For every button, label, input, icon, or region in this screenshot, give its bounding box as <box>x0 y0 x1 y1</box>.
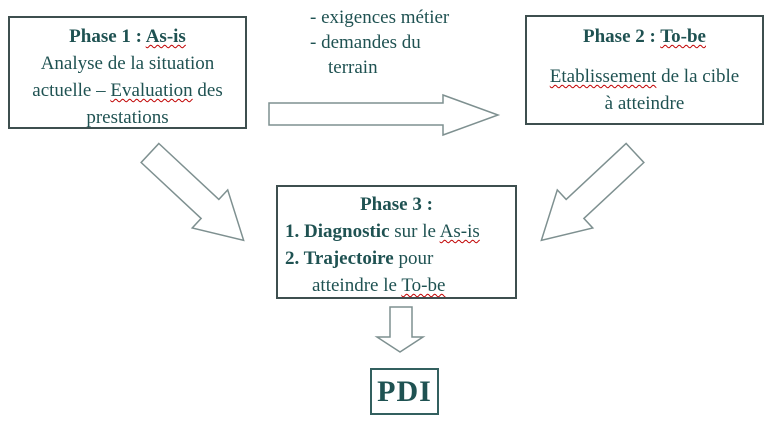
block-arrow-down-right-icon <box>140 142 245 242</box>
phase1-line2: Analyse de la situation <box>40 53 215 74</box>
block-arrow-down-icon <box>374 306 426 353</box>
phase2-box: Phase 2 : To-be Etablissement de la cibl… <box>525 15 764 125</box>
phase3-item2-line2-prefix: atteindre le <box>312 275 402 296</box>
annotation-line3: terrain <box>328 57 378 78</box>
phase2-line3: à atteindre <box>604 93 685 114</box>
annotation-list: - exigences métier - demandes du terrain <box>310 5 449 80</box>
phase3-item2-suffix: pour <box>393 248 434 269</box>
phase1-title-word: As-is <box>145 26 186 47</box>
phase1-line3-word: Evaluation <box>110 80 193 101</box>
phase2-line2: Etablissement de la cible <box>527 63 762 90</box>
phase3-box: Phase 3 : 1. Diagnostic sur le As-is 2. … <box>276 185 517 299</box>
block-arrow-down-left-icon <box>540 142 645 242</box>
annotation-line1: - exigences métier <box>310 7 450 28</box>
phase1-title-prefix: Phase 1 : <box>69 26 146 47</box>
phase3-item2-line2-word: To-be <box>401 275 446 296</box>
phase3-item2-line2: atteindre le To-be <box>278 272 515 299</box>
pdi-label: PDI <box>377 375 432 408</box>
annotation-line2: - demandes du <box>310 32 421 53</box>
phase1-line4: prestations <box>86 107 169 128</box>
phase3-title: Phase 3 : <box>360 194 433 215</box>
phase1-line3: actuelle – Evaluation des <box>10 77 245 104</box>
phase3-item1-word: As-is <box>439 221 480 242</box>
phase2-line2-suffix: de la cible <box>656 66 740 87</box>
phase1-line3-prefix: actuelle – <box>32 80 111 101</box>
phase1-line3-suffix: des <box>192 80 223 101</box>
phase3-item1-bold: 1. Diagnostic <box>285 221 390 242</box>
phase2-line2-word: Etablissement <box>549 66 657 87</box>
phase2-title-word: To-be <box>660 26 706 47</box>
block-arrow-right-icon <box>268 93 501 137</box>
phase3-item1-mid: sur le <box>389 221 440 242</box>
phase1-title: Phase 1 : As-is <box>10 23 245 50</box>
phase2-title-prefix: Phase 2 : <box>583 26 661 47</box>
pdi-box: PDI <box>370 368 439 415</box>
phase1-box: Phase 1 : As-is Analyse de la situation … <box>8 16 247 129</box>
phase3-item2: 2. Trajectoire pour <box>278 245 515 272</box>
phase2-title: Phase 2 : To-be <box>527 23 762 50</box>
phase3-item1: 1. Diagnostic sur le As-is <box>278 218 515 245</box>
phase3-item2-bold: 2. Trajectoire <box>285 248 394 269</box>
